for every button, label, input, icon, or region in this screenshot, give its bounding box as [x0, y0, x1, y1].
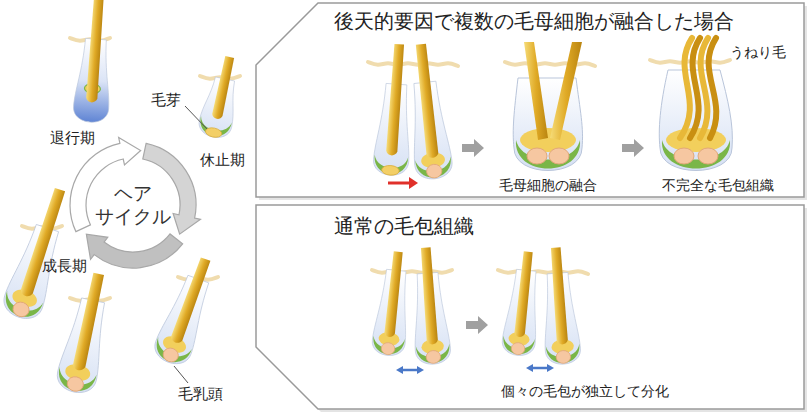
hair-follicle: [538, 246, 581, 365]
red-arrow: [388, 182, 410, 185]
cycle-label: ヘア サイクル: [91, 182, 175, 228]
dermal-papilla: [511, 342, 526, 355]
blue-arrowhead: [396, 366, 403, 374]
panel-outline: [256, 205, 804, 409]
follicle-sheath: [513, 78, 582, 171]
wavy-hair: [680, 38, 692, 138]
incomplete-follicle: [659, 38, 732, 171]
hair-follicle: [371, 250, 415, 357]
hair-shaft: [86, 0, 105, 103]
hair-follicle: [408, 246, 451, 365]
hair-shaft: [514, 251, 533, 337]
ring-center: ヘア サイクル: [71, 143, 195, 267]
hair-follicle: [151, 253, 224, 369]
dermal-papilla: [698, 148, 718, 164]
panel-ground: [256, 205, 804, 409]
hair-shaft: [420, 247, 438, 345]
dermal-papilla: [426, 350, 441, 364]
stage-label: 毛乳頭: [178, 385, 223, 403]
dermal-papilla: [556, 350, 571, 364]
skin-surface: [505, 62, 595, 66]
skin-surface: [368, 62, 458, 66]
panel-heading: 通常の毛包組織: [334, 214, 474, 238]
dermal-papilla: [426, 164, 443, 179]
hair-shaft: [19, 188, 66, 298]
hair-shaft: [170, 257, 211, 344]
blue-double-arrow: [531, 367, 549, 370]
stage-label: 退行期: [50, 129, 95, 147]
outer-root-sheath: [198, 116, 232, 139]
skin-surface: [498, 270, 588, 274]
step-arrow: [622, 139, 644, 157]
hair-matrix: [520, 128, 576, 152]
leader-line: [185, 106, 207, 129]
hair-shaft: [384, 251, 403, 337]
caption-label: うねり毛: [730, 44, 786, 61]
dermal-papilla: [66, 375, 85, 392]
wavy-hair: [690, 38, 700, 138]
hair-germ: [205, 126, 223, 138]
dermal-papilla: [549, 148, 569, 164]
panel-box: 後天的要因で複数の毛母細胞が融合した場合: [256, 3, 804, 197]
panel-ground: [256, 3, 804, 197]
dermal-papilla: [674, 148, 694, 164]
fused-follicle: [513, 42, 582, 171]
panel-heading: 後天的要因で複数の毛母細胞が融合した場合: [334, 9, 734, 33]
step-arrow: [466, 316, 488, 334]
outer-root-sheath: [373, 155, 408, 175]
blue-arrowhead: [526, 364, 533, 372]
caption-label: 不完全な毛包組織: [662, 177, 774, 194]
stage-label: 成長期: [42, 257, 87, 275]
skin-surface: [372, 270, 452, 273]
blue-arrowhead: [417, 366, 424, 374]
hair-follicle: [0, 183, 79, 323]
blue-double-arrow: [401, 369, 419, 372]
panel-box: 通常の毛包組織: [256, 205, 804, 409]
hair-shaft: [550, 247, 568, 345]
hair-follicle: [73, 0, 117, 123]
hair-shaft: [386, 44, 405, 156]
hair-shaft: [524, 42, 548, 140]
hair-follicle: [501, 250, 545, 357]
hair-shaft: [550, 42, 582, 140]
cycle-arrow: [86, 234, 182, 268]
hair-germ: [381, 165, 399, 176]
hair-follicle: [54, 270, 118, 396]
caption-label: 個々の毛包が独立して分化: [501, 383, 669, 400]
hair-shaft: [211, 56, 234, 120]
dermal-papilla: [11, 300, 31, 319]
blue-arrowhead: [547, 364, 554, 372]
dermal-papilla: [161, 346, 180, 364]
caption-label: 毛母細胞の融合: [499, 177, 597, 194]
hair-follicle: [373, 43, 417, 176]
cycle-ring: ヘア サイクル: [71, 143, 195, 267]
leader-line: [174, 366, 188, 383]
dermal-papilla: [381, 342, 396, 355]
step-arrow: [462, 139, 484, 157]
hair-follicle: [197, 54, 246, 141]
hair-shaft: [415, 44, 439, 159]
hair-follicle: [402, 42, 453, 180]
panel-outline: [256, 3, 804, 197]
panel-grounds: [256, 3, 807, 412]
stage-label: 休止期: [200, 151, 245, 169]
red-arrowhead: [409, 177, 418, 189]
dermal-papilla: [527, 148, 547, 164]
wavy-hair: [709, 38, 717, 138]
hair-shaft: [72, 273, 105, 372]
stage-label: 毛芽: [151, 91, 181, 109]
